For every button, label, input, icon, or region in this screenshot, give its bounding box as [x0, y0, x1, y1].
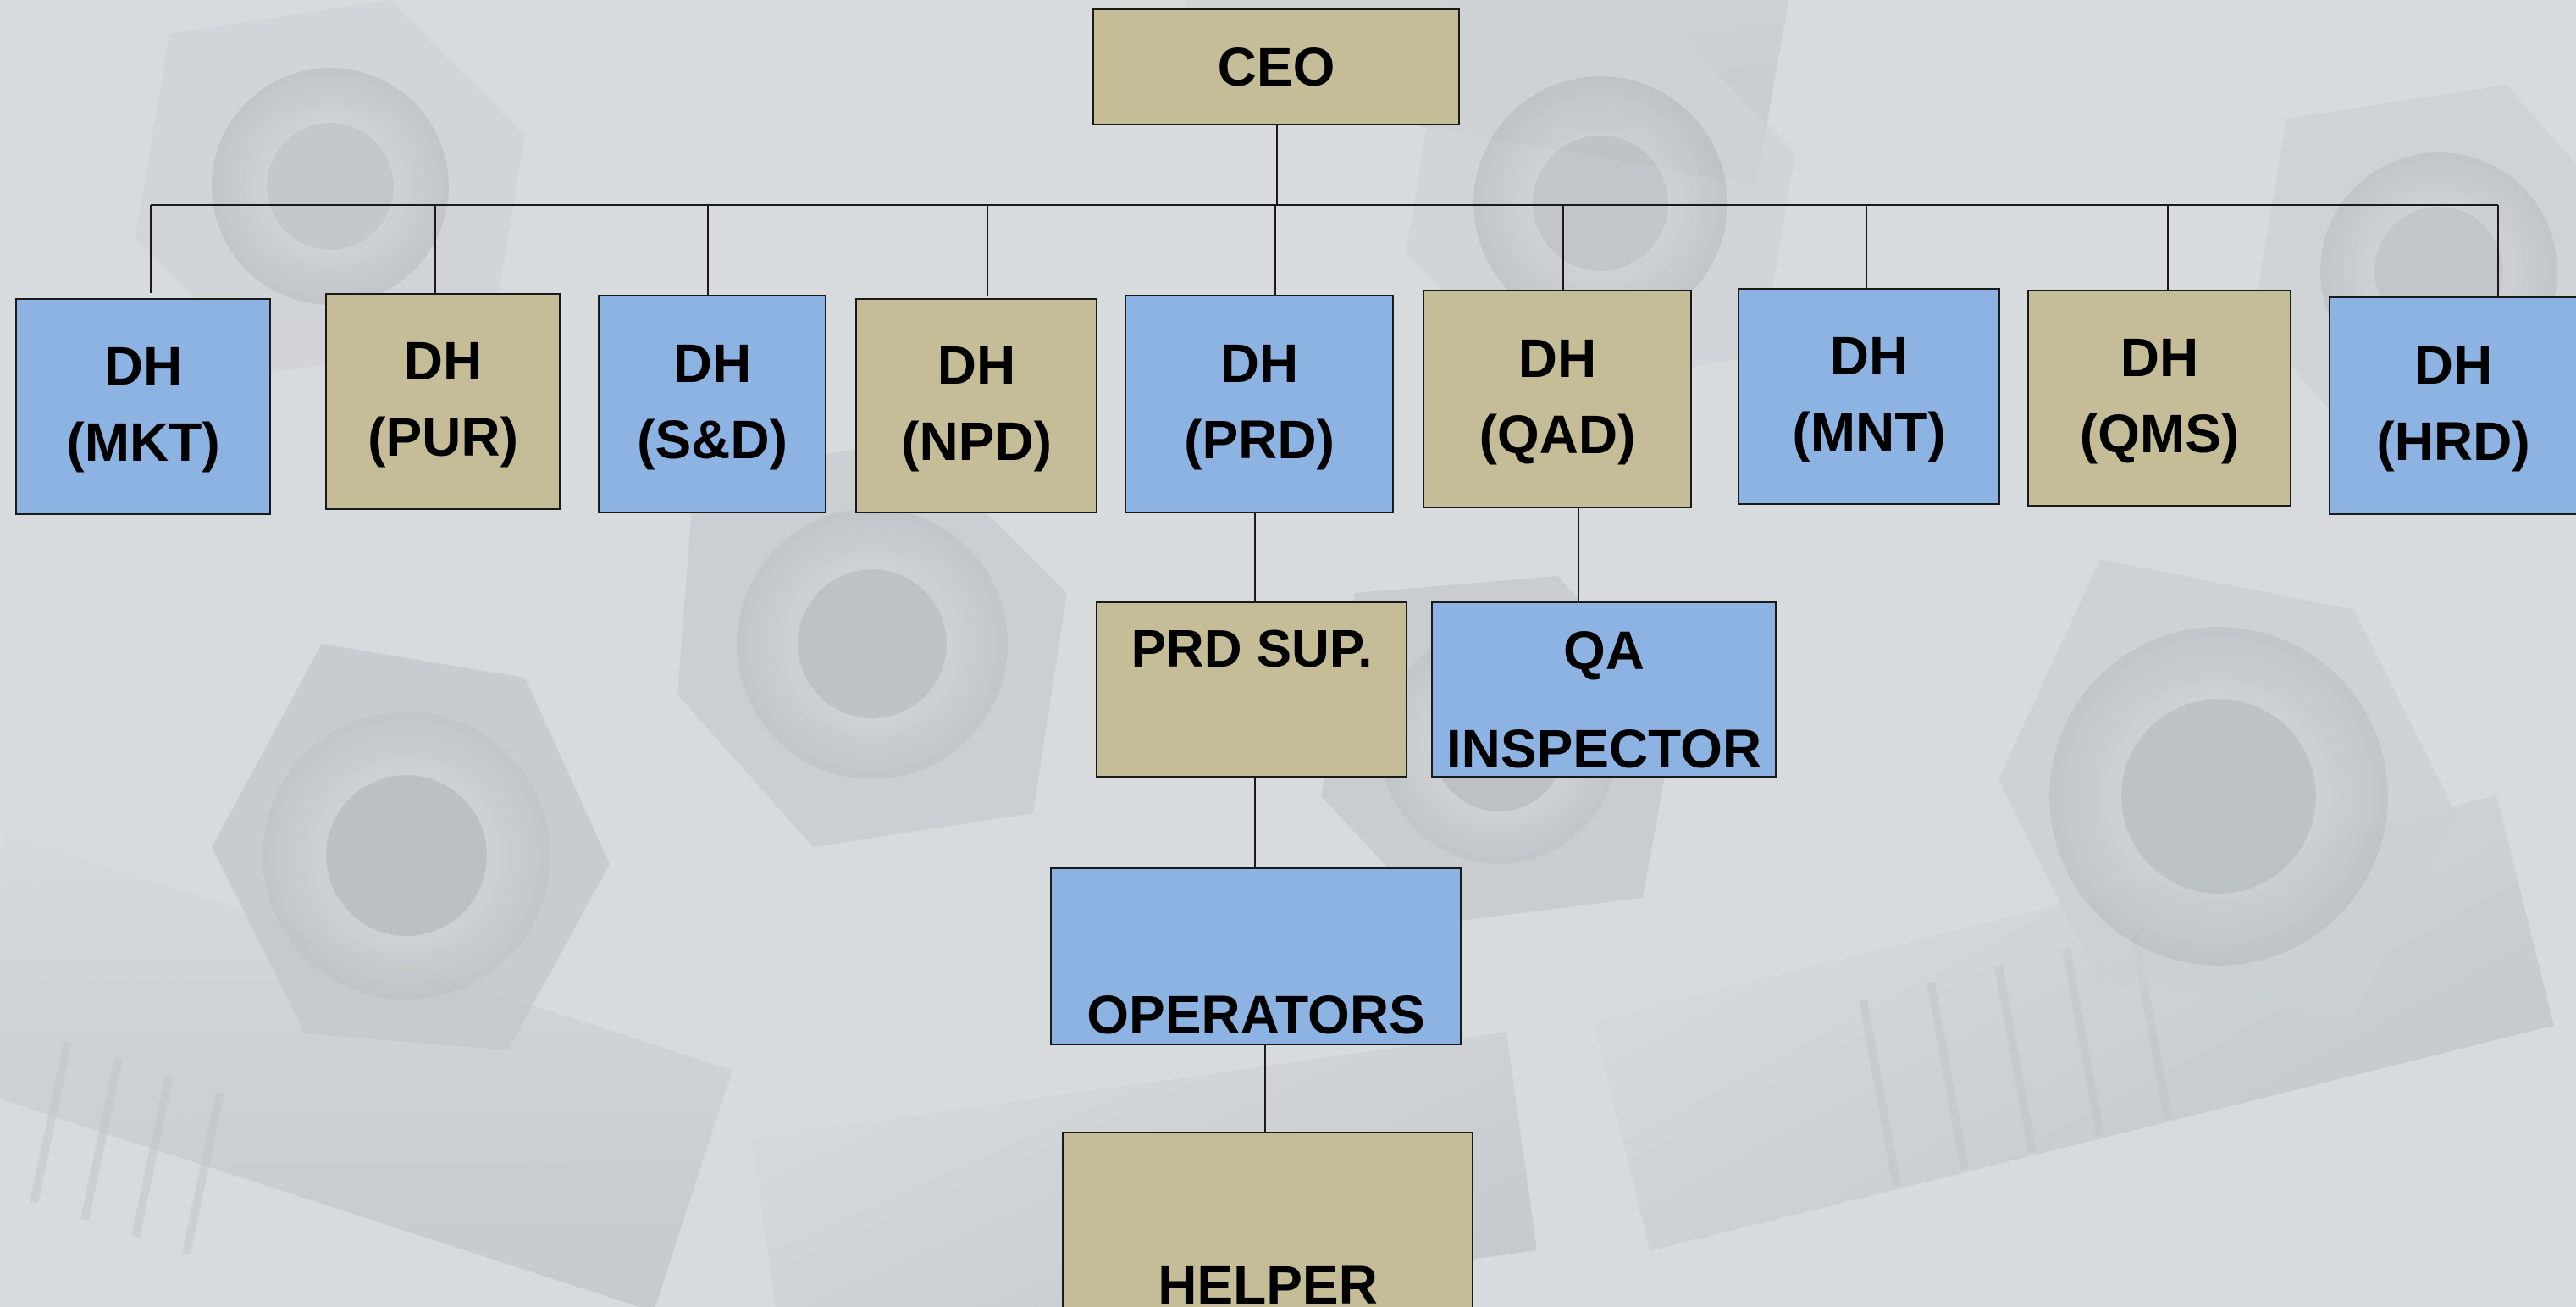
dh-sd-line2: (S&D) [637, 409, 788, 470]
dh-npd-box: DH (NPD) [855, 298, 1097, 513]
qa-inspector-line1: QA [1563, 620, 1645, 681]
dh-npd-line2: (NPD) [901, 411, 1052, 472]
dh-mnt-box: DH (MNT) [1738, 288, 2000, 505]
dh-qad-box: DH (QAD) [1423, 290, 1692, 508]
dh-hrd-box: DH (HRD) [2329, 296, 2576, 515]
dh-qms-box: DH (QMS) [2027, 290, 2291, 507]
dh-qad-line2: (QAD) [1479, 404, 1636, 465]
helper-box: HELPER [1062, 1132, 1473, 1307]
dh-mkt-line2: (MKT) [66, 412, 220, 473]
dh-prd-line2: (PRD) [1184, 409, 1335, 470]
dh-sd-line1: DH [672, 333, 752, 394]
helper-label: HELPER [1158, 1254, 1378, 1307]
dh-pur-line2: (PUR) [368, 407, 518, 468]
dh-mkt-line1: DH [103, 335, 183, 396]
dh-pur-box: DH (PUR) [325, 293, 561, 510]
dh-prd-line1: DH [1219, 333, 1299, 394]
dh-pur-line1: DH [403, 330, 483, 391]
dh-npd-line1: DH [937, 335, 1016, 396]
dh-qms-line2: (QMS) [2079, 403, 2240, 464]
dh-hrd-line2: (HRD) [2376, 411, 2530, 472]
prd-sup-box: PRD SUP. [1096, 601, 1407, 778]
ceo-label: CEO [1217, 36, 1335, 97]
dh-qad-line1: DH [1517, 328, 1597, 389]
dh-prd-box: DH (PRD) [1125, 295, 1394, 513]
dh-mkt-box: DH (MKT) [15, 298, 271, 515]
dh-mnt-line1: DH [1829, 325, 1909, 386]
operators-box: OPERATORS [1050, 867, 1462, 1045]
dh-hrd-line1: DH [2413, 335, 2493, 396]
operators-label: OPERATORS [1086, 984, 1425, 1045]
ceo-box: CEO [1092, 8, 1460, 125]
dh-mnt-line2: (MNT) [1792, 402, 1946, 462]
dh-qms-line1: DH [2120, 327, 2199, 388]
qa-inspector-box: QA INSPECTOR [1431, 601, 1777, 778]
qa-inspector-line2: INSPECTOR [1446, 718, 1762, 779]
prd-sup-label: PRD SUP. [1130, 620, 1373, 678]
dh-sd-box: DH (S&D) [598, 295, 826, 513]
